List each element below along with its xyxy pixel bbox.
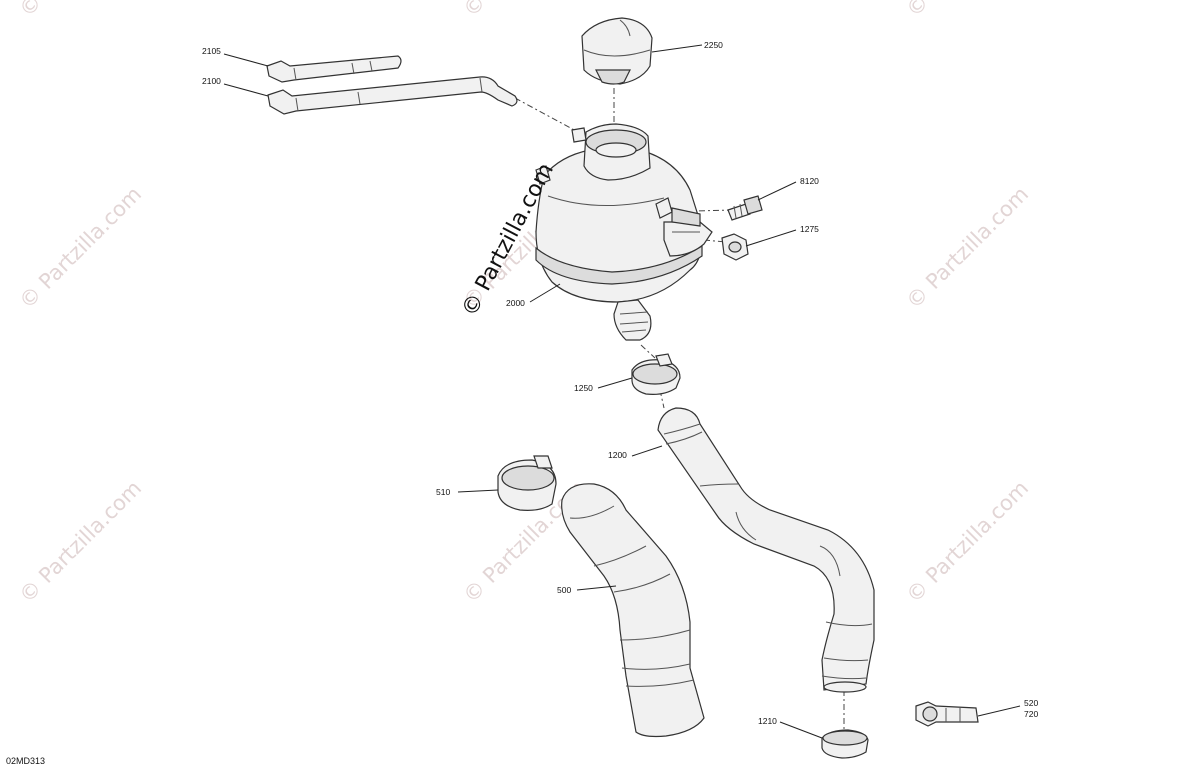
watermark: © Partzilla.com bbox=[902, 182, 1034, 314]
callout-520: 520 bbox=[1024, 698, 1038, 708]
callout-1250: 1250 bbox=[574, 383, 593, 393]
drawing-code: 02MD313 bbox=[6, 756, 46, 766]
callout-2000: 2000 bbox=[506, 298, 525, 308]
pressure-cap-2250[interactable] bbox=[581, 17, 653, 85]
leader-lines bbox=[223, 44, 1021, 739]
watermark: © Partzilla.com bbox=[902, 0, 1034, 22]
callout-1275: 1275 bbox=[800, 224, 819, 234]
callout-500: 500 bbox=[557, 585, 571, 595]
hose-clamp-520-720[interactable] bbox=[915, 701, 979, 727]
coolant-tank-2000[interactable] bbox=[535, 123, 713, 341]
vent-hose-2100[interactable] bbox=[267, 76, 518, 115]
callout-720: 720 bbox=[1024, 709, 1038, 719]
hose-clamp-510[interactable] bbox=[497, 455, 557, 511]
nut-1275[interactable] bbox=[721, 233, 749, 261]
callout-2250: 2250 bbox=[704, 40, 723, 50]
callout-510: 510 bbox=[436, 487, 450, 497]
callout-2105: 2105 bbox=[202, 46, 221, 56]
vent-hose-2105[interactable] bbox=[266, 55, 402, 83]
watermark: © Partzilla.com bbox=[15, 476, 147, 608]
callout-1200: 1200 bbox=[608, 450, 627, 460]
screw-8120[interactable] bbox=[727, 195, 763, 221]
callouts: 2105 2100 2250 8120 1275 2000 1250 1200 … bbox=[202, 40, 1038, 726]
callout-8120: 8120 bbox=[800, 176, 819, 186]
watermark: © Partzilla.com bbox=[459, 0, 591, 22]
coolant-hose-500[interactable] bbox=[561, 483, 705, 738]
watermark: © Partzilla.com bbox=[902, 476, 1034, 608]
coolant-hose-1200[interactable] bbox=[657, 407, 875, 693]
hose-clamp-1210[interactable] bbox=[821, 729, 869, 759]
watermark: © Partzilla.com bbox=[15, 182, 147, 314]
hose-clamp-1250[interactable] bbox=[631, 353, 681, 395]
callout-1210: 1210 bbox=[758, 716, 777, 726]
callout-2100: 2100 bbox=[202, 76, 221, 86]
watermark: © Partzilla.com bbox=[15, 0, 147, 22]
